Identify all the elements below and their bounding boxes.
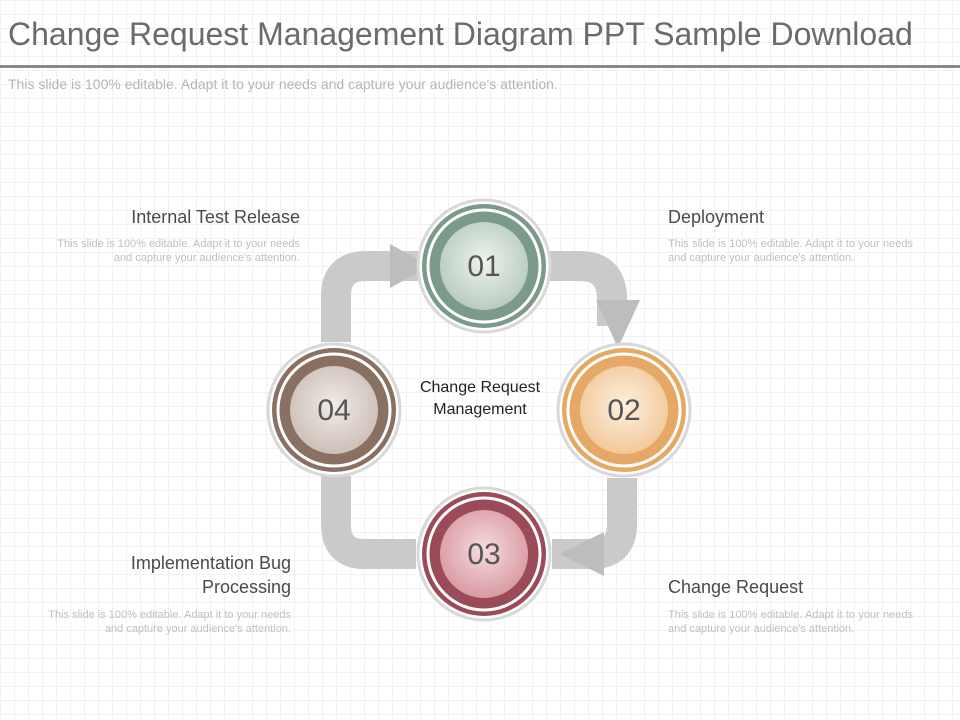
step-description-02: This slide is 100% editable. Adapt it to… xyxy=(668,238,913,264)
step-label-02: Deployment xyxy=(668,207,765,227)
arrow-03-to-04 xyxy=(321,476,416,569)
step-number-03: 03 xyxy=(467,538,500,571)
arrow-head-03 xyxy=(560,532,604,576)
step-description-03: This slide is 100% editable. Adapt it to… xyxy=(668,609,913,635)
step-circle-04: 04 xyxy=(266,342,402,478)
arrow-head-01 xyxy=(390,244,430,288)
arrow-head-02 xyxy=(596,300,640,348)
step-description-01: This slide is 100% editable. Adapt it to… xyxy=(57,238,300,264)
slide-title: Change Request Management Diagram PPT Sa… xyxy=(8,16,913,52)
step-label-04: Implementation Bug Processing xyxy=(130,553,291,597)
step-description-04: This slide is 100% editable. Adapt it to… xyxy=(48,609,291,635)
step-number-02: 02 xyxy=(607,394,640,427)
center-label: Change Request Management xyxy=(419,379,541,418)
step-circle-03: 03 xyxy=(416,486,552,622)
step-circle-02: 02 xyxy=(556,342,692,478)
step-number-01: 01 xyxy=(467,250,500,283)
title-divider xyxy=(0,65,960,68)
slide-subtitle: This slide is 100% editable. Adapt it to… xyxy=(8,76,558,92)
step-label-03: Change Request xyxy=(668,577,804,597)
step-circle-01: 01 xyxy=(416,198,552,334)
step-label-01: Internal Test Release xyxy=(131,207,300,227)
arrow-01-to-02 xyxy=(548,251,627,326)
arrow-04-to-01 xyxy=(321,251,418,342)
step-number-04: 04 xyxy=(317,394,350,427)
